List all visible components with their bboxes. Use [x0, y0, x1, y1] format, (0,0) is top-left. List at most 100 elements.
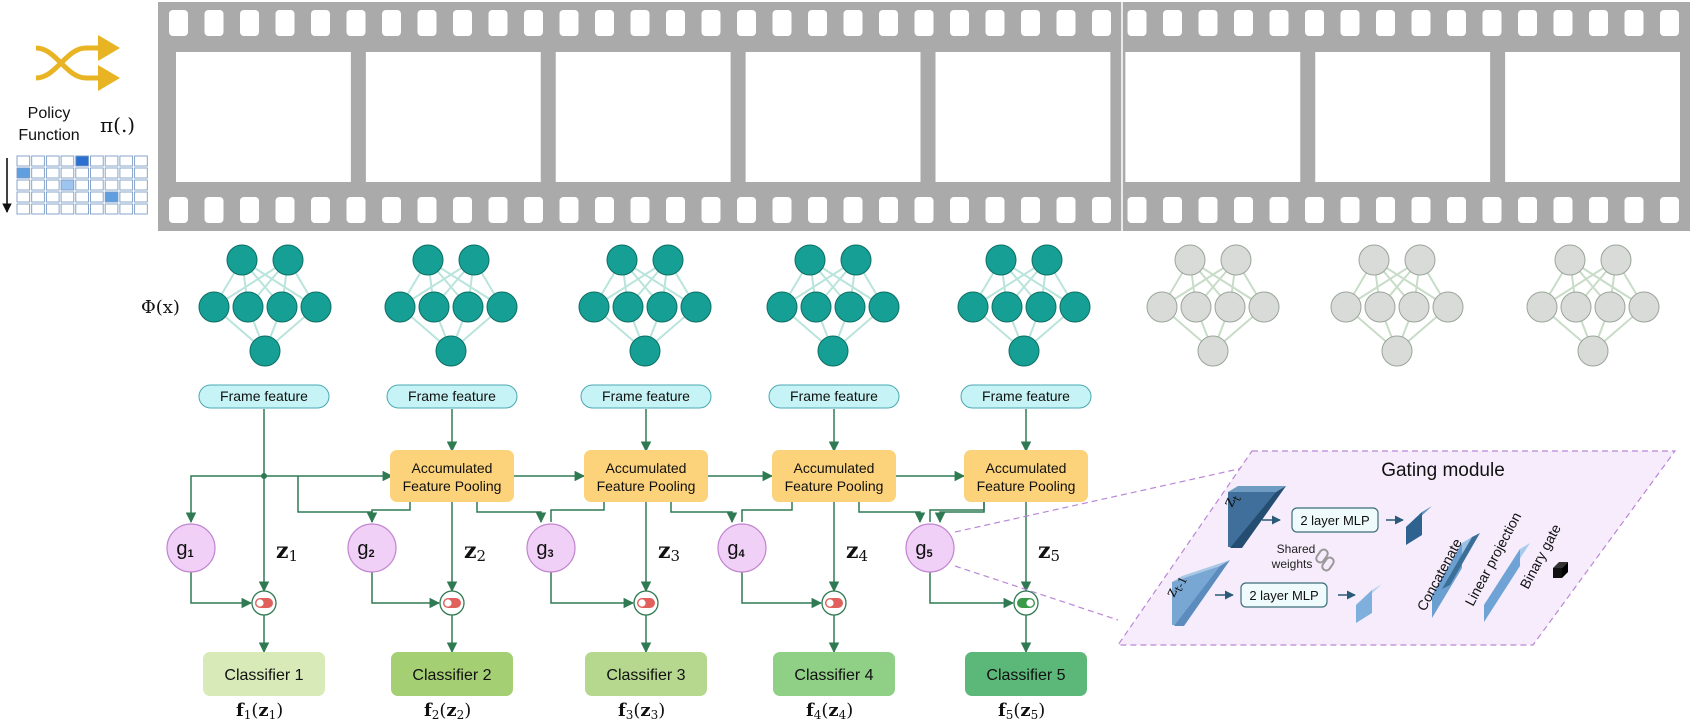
open-paren: (	[439, 700, 446, 721]
policy-grid-cell	[31, 167, 45, 179]
network-node	[486, 291, 518, 323]
network-node	[232, 291, 264, 323]
f-letter: f	[806, 700, 815, 721]
network-active	[198, 244, 332, 367]
sprocket-hole	[1589, 197, 1608, 223]
sprocket-hole	[204, 197, 224, 223]
network-node	[646, 291, 678, 323]
sprocket-hole	[985, 10, 1005, 36]
sprocket-hole	[1624, 197, 1644, 223]
policy-grid-cell	[134, 203, 148, 215]
accumulated-pooling-box	[584, 450, 708, 502]
chain-link-icon	[1315, 548, 1335, 572]
network-active	[957, 244, 1091, 367]
network-node	[198, 291, 230, 323]
sprocket-hole	[808, 197, 827, 223]
sprocket-hole	[1021, 10, 1040, 36]
film-frame	[1315, 52, 1491, 182]
concatenate-bar	[1432, 533, 1480, 618]
policy-grid-cell	[16, 155, 31, 167]
sprocket-hole	[204, 10, 224, 36]
classifier-label: Classifier 5	[986, 667, 1065, 684]
frame-feature-label: Frame feature	[408, 388, 496, 404]
gate-letter: g	[727, 538, 738, 560]
policy-grid-cell	[90, 167, 104, 179]
network-active	[766, 244, 900, 367]
pooling-label-line2: Feature Pooling	[403, 478, 502, 494]
network-node	[612, 291, 644, 323]
f-index: 5	[1006, 708, 1014, 722]
sprocket-hole	[1482, 10, 1502, 36]
sprocket-hole	[1305, 10, 1324, 36]
policy-grid-cell	[60, 191, 75, 203]
sprocket-hole	[950, 197, 969, 223]
network-node	[272, 244, 304, 276]
policy-grid-cell	[16, 203, 31, 215]
f-letter: f	[236, 700, 245, 721]
frame-feature-box	[768, 384, 900, 409]
sprocket-hole	[737, 197, 756, 223]
network-node	[1398, 291, 1430, 323]
network-node	[1560, 291, 1592, 323]
network-node	[840, 244, 872, 276]
z-label: z2	[464, 538, 486, 565]
close-paren: )	[276, 700, 283, 721]
policy-grid-cell	[75, 191, 89, 203]
sprocket-hole	[1056, 197, 1076, 223]
sprocket-hole	[524, 197, 543, 223]
network-node	[1031, 244, 1063, 276]
policy-section: Policy Function π(.)	[2, 35, 148, 215]
policy-grid-cell	[90, 191, 104, 203]
network-node	[1220, 244, 1252, 276]
policy-grid-cell	[90, 179, 104, 191]
policy-grid-cell	[45, 155, 60, 167]
gate-label: g5	[915, 538, 932, 560]
sprocket-hole	[808, 10, 827, 36]
sprocket-hole	[311, 197, 330, 223]
network-node	[1180, 291, 1212, 323]
sprocket-hole	[1092, 10, 1111, 36]
frame-feature-label: Frame feature	[790, 388, 878, 404]
policy-grid-cell	[104, 203, 119, 215]
network-node	[629, 335, 661, 367]
pooling-label-line2: Feature Pooling	[977, 478, 1076, 494]
sprocket-hole	[275, 10, 295, 36]
film-frame	[1505, 52, 1680, 182]
classifier-output-label: f2(z2)	[424, 700, 471, 722]
sprocket-hole	[1411, 197, 1431, 223]
networks	[198, 244, 1660, 367]
frame-feature-box	[198, 384, 330, 409]
sprocket-hole	[1234, 10, 1253, 36]
sprocket-hole	[914, 197, 934, 223]
frame-feature-box	[580, 384, 712, 409]
policy-grid-cell	[45, 167, 60, 179]
gate-index: 1	[188, 548, 194, 560]
sprocket-hole	[240, 10, 259, 36]
sprocket-hole	[985, 197, 1005, 223]
mlp-label-bottom: 2 layer MLP	[1249, 588, 1318, 603]
z-index: 3	[671, 547, 681, 565]
frame-feature-label: Frame feature	[220, 388, 308, 404]
network-node	[435, 335, 467, 367]
sprocket-hole	[382, 197, 401, 223]
policy-grid	[16, 155, 148, 215]
f-index: 4	[814, 708, 822, 722]
network-node	[578, 291, 610, 323]
network-node	[266, 291, 298, 323]
sprocket-hole	[1305, 197, 1324, 223]
gate-index: 4	[739, 548, 746, 560]
policy-grid-cell	[60, 155, 75, 167]
f-arg-letter: z	[828, 700, 838, 721]
f-index: 1	[244, 708, 252, 722]
z-label: z5	[1038, 538, 1060, 565]
connection-lines	[185, 409, 1032, 654]
sprocket-hole	[595, 10, 614, 36]
sprocket-hole	[737, 10, 756, 36]
network-node	[985, 244, 1017, 276]
classifier-output-label: f5(z5)	[998, 700, 1045, 722]
close-paren: )	[846, 700, 853, 721]
sprocket-hole	[1021, 197, 1040, 223]
